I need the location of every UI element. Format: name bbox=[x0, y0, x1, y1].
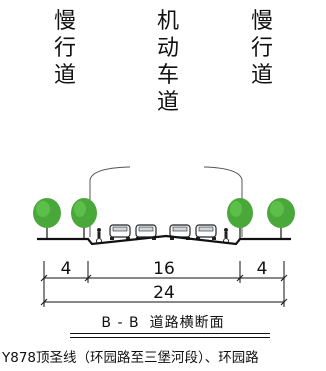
tree-icon bbox=[33, 198, 61, 238]
lane-label-right: 慢 行 道 bbox=[247, 8, 277, 89]
car-icon bbox=[195, 224, 217, 240]
caption: Y878顶圣线（环园路至三堡河段）、环园路 bbox=[2, 350, 259, 366]
title-underline bbox=[70, 333, 270, 334]
road-profile bbox=[37, 234, 291, 246]
section-name: 道路横断面 bbox=[149, 315, 225, 331]
lane-label-left-char: 行 bbox=[53, 36, 76, 61]
cross-section-diagram: 4 16 4 24 bbox=[33, 166, 295, 307]
lane-label-left: 慢 行 道 bbox=[50, 8, 80, 89]
car-icon bbox=[169, 224, 191, 240]
dimension-right: 4 bbox=[257, 259, 268, 279]
lane-label-center-char: 机 bbox=[156, 9, 179, 34]
dimension-left: 4 bbox=[61, 259, 72, 279]
tree-icon bbox=[227, 198, 253, 238]
lane-label-center: 机 动 车 道 bbox=[153, 8, 183, 116]
car-icon bbox=[135, 224, 157, 240]
dimension-lines bbox=[40, 261, 288, 307]
lane-label-right-char: 道 bbox=[250, 63, 273, 88]
tree-icon bbox=[267, 198, 295, 238]
cyclist-icon bbox=[223, 228, 229, 244]
dimension-middle: 16 bbox=[153, 259, 175, 279]
dimension-total: 24 bbox=[153, 283, 175, 303]
section-title: B - B 道路横断面 bbox=[0, 312, 326, 332]
lane-label-right-char: 行 bbox=[250, 36, 273, 61]
car-icon bbox=[109, 224, 131, 240]
lane-label-left-char: 慢 bbox=[53, 9, 76, 34]
lane-label-center-char: 动 bbox=[156, 36, 179, 61]
lane-label-left-char: 道 bbox=[53, 63, 76, 88]
lane-label-center-char: 车 bbox=[156, 63, 179, 88]
section-id: B - B bbox=[101, 315, 140, 331]
lane-label-center-char: 道 bbox=[156, 90, 179, 115]
title-underline-thin bbox=[70, 337, 270, 338]
cyclist-icon bbox=[96, 228, 102, 244]
lane-label-right-char: 慢 bbox=[250, 9, 273, 34]
tree-icon bbox=[71, 198, 97, 238]
